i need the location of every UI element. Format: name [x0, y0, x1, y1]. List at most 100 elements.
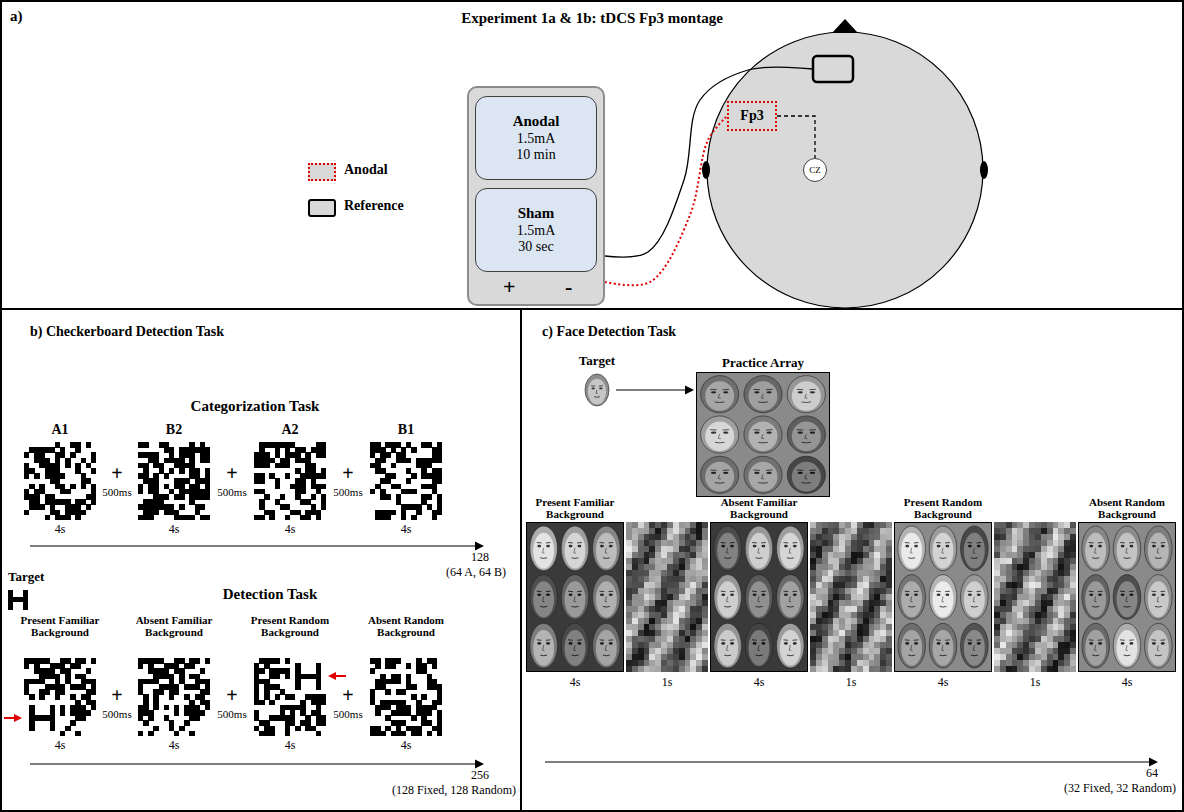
annotation-label: 4s [928, 676, 958, 689]
annotation-label: 64 [1132, 767, 1172, 780]
heading-label: + [105, 462, 129, 484]
annotation-label: (64 A, 64 B) [421, 566, 531, 579]
heading-label: A1 [40, 422, 80, 437]
face-array: Practice Array [696, 372, 830, 497]
annotation-label: 4s [159, 739, 189, 752]
heading-label: + [336, 462, 360, 484]
node-text: Experiment 1a & 1b: tDCS Fp3 montage [2, 10, 1182, 27]
heading-label: Target [567, 354, 627, 368]
legend-text: Reference [344, 198, 404, 213]
setting-box: Sham1.5mA 30 sec [475, 188, 597, 272]
node-text: - [565, 274, 572, 299]
node-heading: CZ [809, 165, 821, 175]
checkerboard-stimulus [138, 658, 210, 736]
legend-text: Anodal [344, 162, 388, 177]
face-grid [526, 522, 624, 672]
stimulator-device: + - Anodal1.5mA 10 minSham1.5mA 30 sec [467, 86, 605, 306]
node-heading: Sham [518, 205, 555, 222]
face-array: Present Random Background [894, 522, 992, 672]
timeline-arrow [30, 760, 484, 769]
node-heading: + [503, 274, 516, 299]
noise-mask [994, 522, 1076, 672]
node-heading: c) Face Detection Task [542, 324, 676, 340]
annotation-label: 4s [45, 523, 75, 536]
annotation-label: 4s [391, 739, 421, 752]
timeline-arrow [545, 758, 1158, 767]
annotation-label: 256 [460, 769, 500, 782]
face-array: Present Familiar Background [526, 522, 624, 672]
reference-wire [605, 67, 813, 257]
annotation-label: 4s [1112, 676, 1142, 689]
annotation-label: 4s [391, 523, 421, 536]
heading-label: B2 [154, 422, 194, 437]
heading-label: Absent Random Background [354, 614, 458, 638]
node-heading: Practice Array [693, 356, 833, 370]
annotation-label: 4s [159, 523, 189, 536]
annotation-label: 1s [836, 676, 866, 689]
face-grid [894, 522, 992, 672]
checkerboard-stimulus [370, 658, 442, 736]
dashed-link [777, 116, 815, 158]
annotation-label: 500ms [326, 486, 370, 498]
node-text: 1.5mA 10 min [509, 131, 562, 163]
heading-label: + [220, 684, 244, 706]
checkerboard-stimulus [24, 442, 96, 520]
checkerboard-stimulus [254, 442, 326, 520]
checkerboard-stimulus [370, 442, 442, 520]
heading-label: + [336, 684, 360, 706]
annotation-label: 4s [275, 739, 305, 752]
annotation-label: 500ms [210, 486, 254, 498]
flow-arrow [616, 386, 694, 395]
annotation-label: 500ms [210, 708, 254, 720]
panel-frame: b) Checkerboard Detection Task [0, 308, 522, 812]
panel-frame: a)Experiment 1a & 1b: tDCS Fp3 montage + -… [0, 0, 1184, 310]
heading-label: B1 [386, 422, 426, 437]
face-stimulus [585, 374, 609, 406]
node-heading: b) Checkerboard Detection Task [30, 324, 224, 340]
heading-label: Categorization Task [145, 398, 365, 415]
annotation-label: 500ms [95, 486, 139, 498]
node-heading: Absent Familiar Background [707, 496, 811, 520]
ear-mark [702, 161, 710, 179]
annotation-label: (128 Fixed, 128 Random) [336, 784, 516, 797]
noise-mask [626, 522, 708, 672]
annotation-label: 1s [1020, 676, 1050, 689]
annotation-label: 4s [275, 523, 305, 536]
heading-label: + [105, 684, 129, 706]
timeline-arrow [30, 542, 484, 551]
checkerboard-stimulus [138, 442, 210, 520]
node-heading: Present Familiar Background [523, 496, 627, 520]
heading-label: Present Random Background [238, 614, 342, 638]
annotation-label: 128 [460, 551, 500, 564]
reference-electrode [813, 56, 853, 82]
head-outline [707, 32, 983, 308]
panel-frame: c) Face Detection TaskPractice ArrayPres… [520, 308, 1184, 812]
checkerboard-stimulus [254, 658, 326, 736]
face-grid [710, 522, 808, 672]
node-heading: Fp3 [740, 108, 763, 124]
node-heading: a) [10, 8, 23, 25]
noise-mask [810, 522, 892, 672]
electrode-circle: CZ [803, 158, 827, 182]
annotation-label: 500ms [95, 708, 139, 720]
face-array: Absent Random Background [1078, 522, 1176, 672]
node-heading: Present Random Background [891, 496, 995, 520]
face-grid [696, 372, 830, 497]
electrode-wire [605, 116, 727, 285]
ear-mark [980, 161, 988, 179]
legend-swatch [308, 163, 336, 181]
heading-label: A2 [270, 422, 310, 437]
annotation-label: 500ms [326, 708, 370, 720]
nose-mark [832, 19, 858, 33]
checkerboard-stimulus [24, 658, 96, 736]
node-heading: Anodal [513, 113, 560, 130]
node-heading: Absent Random Background [1075, 496, 1179, 520]
annotation-label: 4s [45, 739, 75, 752]
node-text: 1.5mA 30 sec [509, 223, 562, 255]
annotation-label: 4s [744, 676, 774, 689]
head-diagram [702, 19, 988, 308]
annotation-label: (32 Fixed, 32 Random) [996, 782, 1176, 795]
heading-label: + [220, 462, 244, 484]
target-pointer [4, 714, 22, 722]
